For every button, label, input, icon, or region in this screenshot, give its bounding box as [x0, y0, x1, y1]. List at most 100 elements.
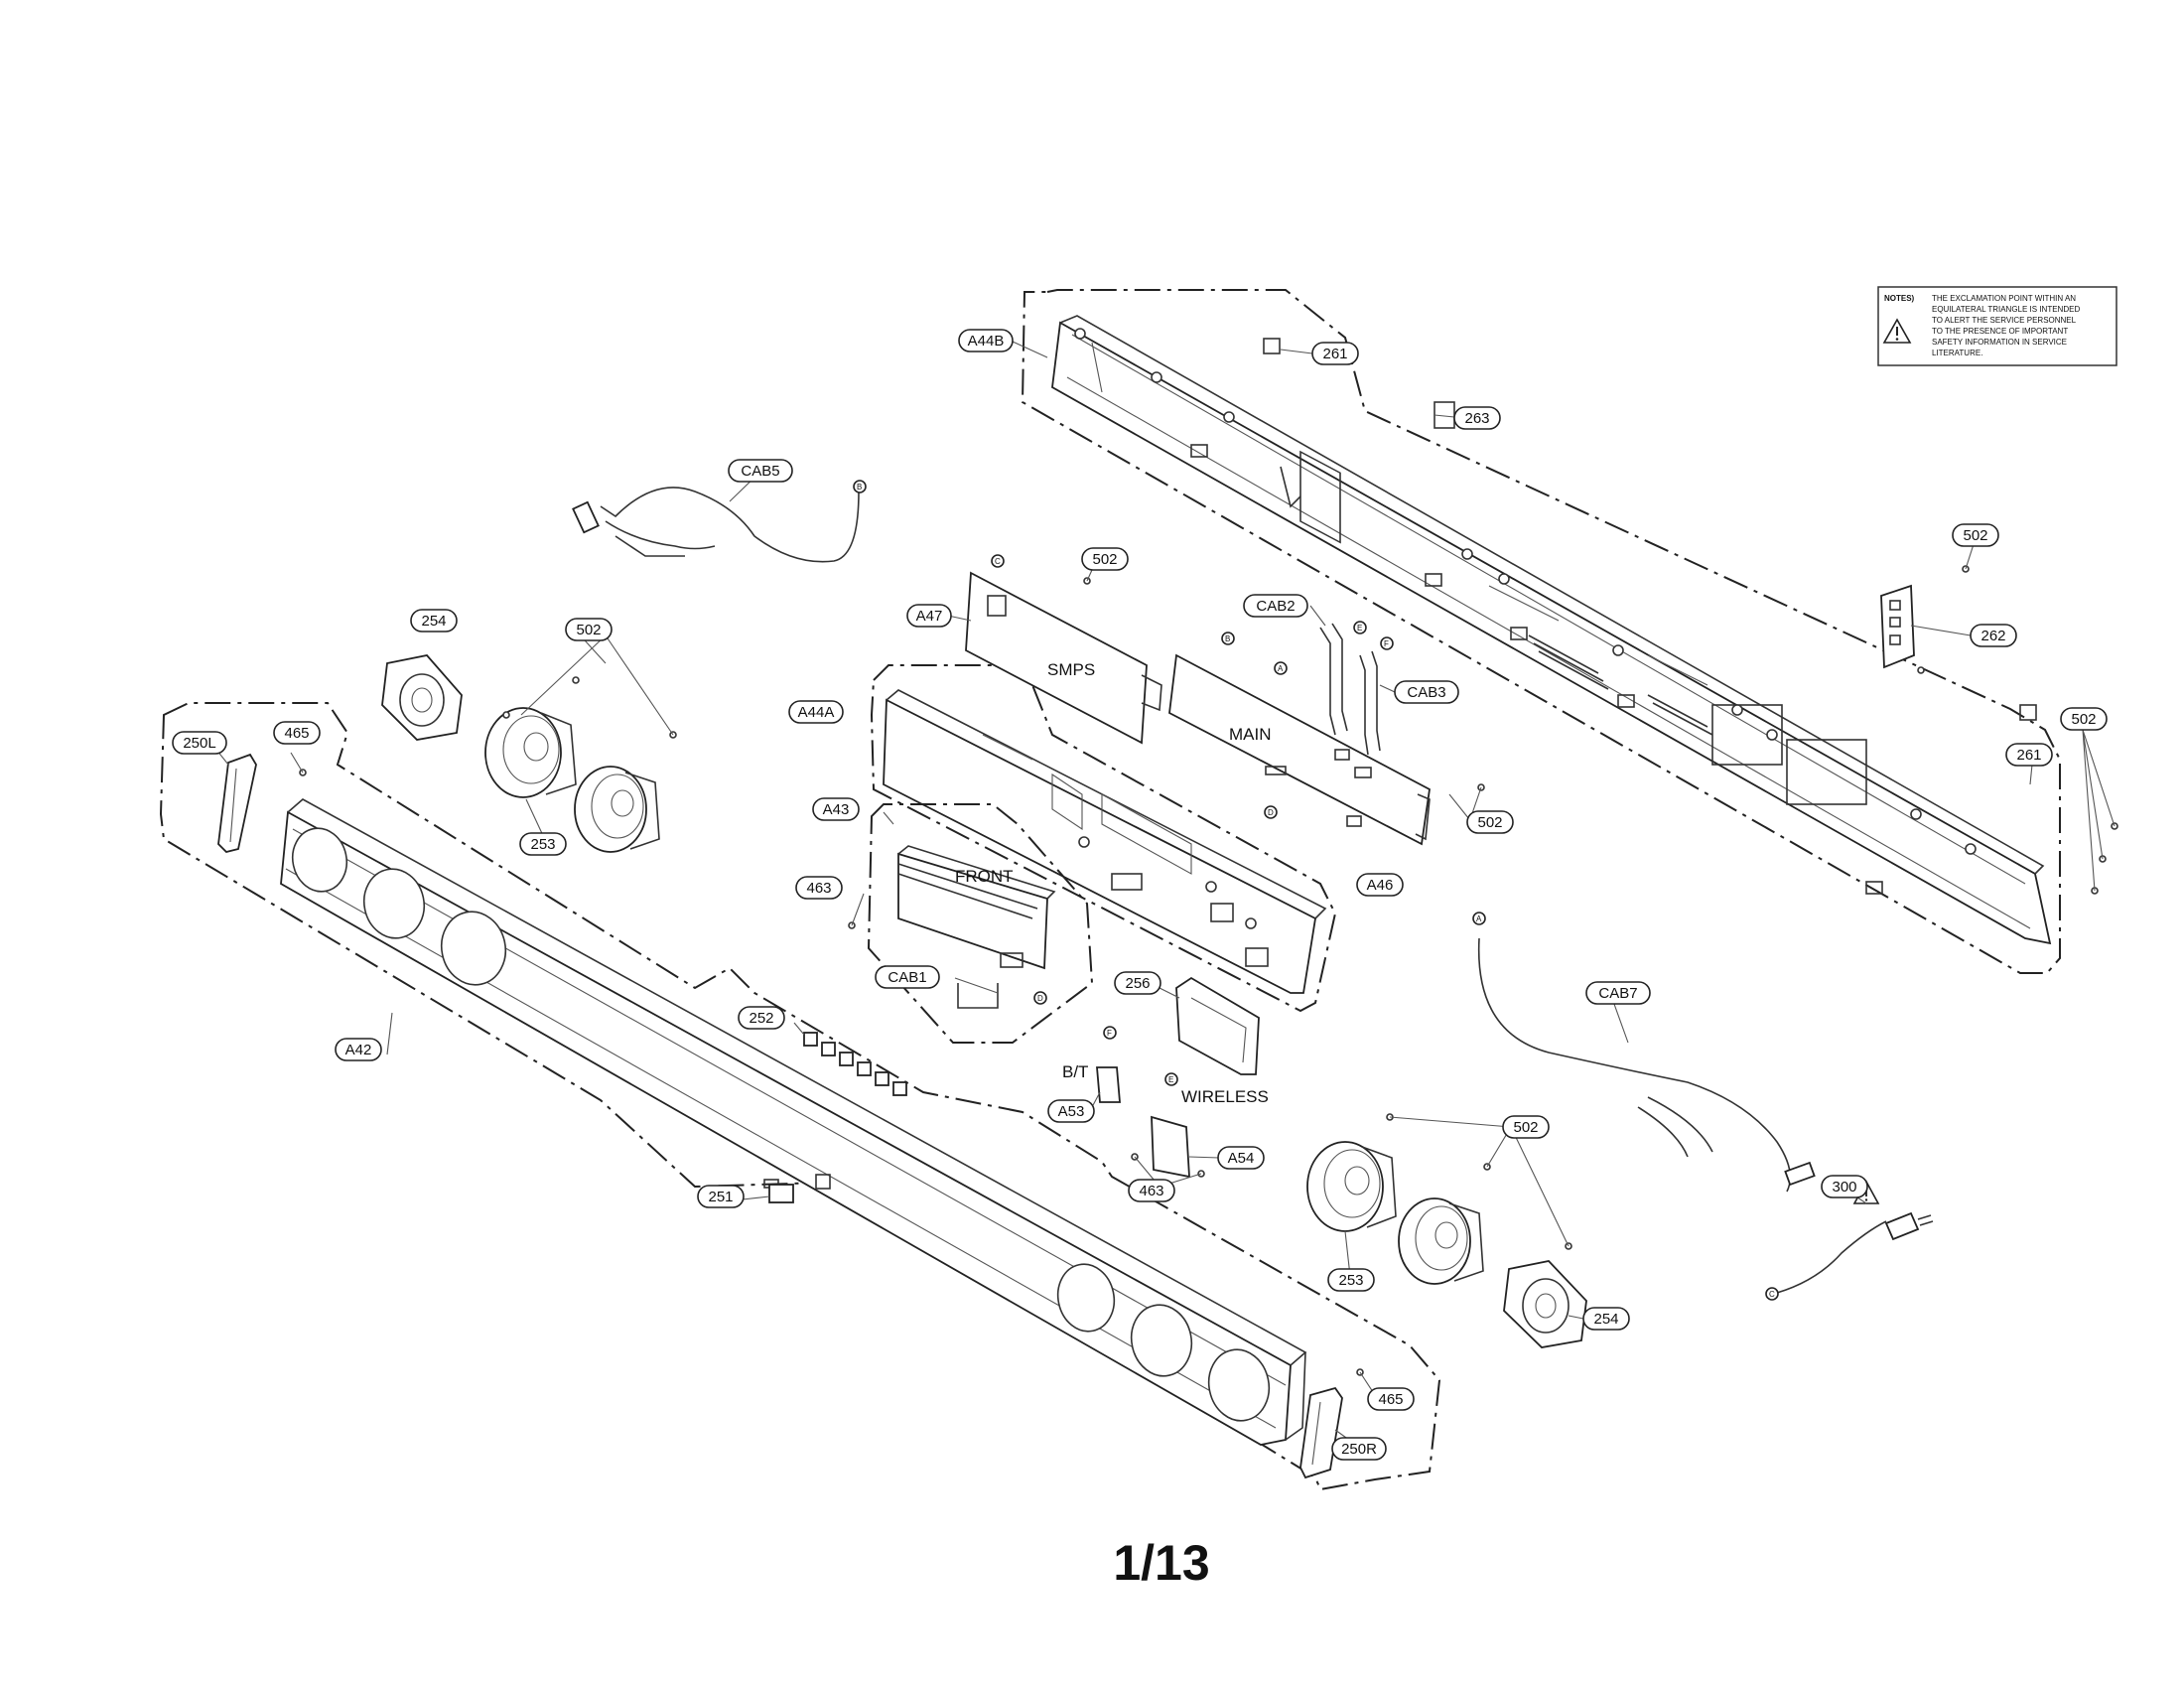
speaker-254-left [381, 654, 463, 741]
callout-251: 251 [697, 1185, 745, 1208]
svg-text:A: A [1476, 914, 1482, 923]
callout-250r: 250R [1331, 1437, 1387, 1461]
svg-text:C: C [1769, 1290, 1775, 1299]
svg-text:D: D [1037, 994, 1043, 1003]
connector-b-cab5: B [853, 480, 867, 493]
notes-line-5: SAFETY INFORMATION IN SERVICE [1932, 338, 2067, 347]
wireless-label: WIRELESS [1181, 1087, 1269, 1106]
speaker-253-right-a [1306, 1141, 1397, 1232]
notes-line-1: THE EXCLAMATION POINT WITHIN AN [1932, 294, 2076, 303]
svg-text:E: E [1168, 1075, 1173, 1084]
connector-d-front: D [1033, 991, 1047, 1005]
callout-463-front: 463 [795, 876, 843, 900]
end-cap-250r [1299, 1386, 1343, 1479]
callout-250l: 250L [172, 731, 227, 755]
connector-b-main: B [1221, 632, 1235, 645]
svg-text:465: 465 [1378, 1391, 1403, 1408]
bt-module-a53: B/T [1062, 1062, 1121, 1103]
svg-text:254: 254 [421, 613, 446, 630]
svg-text:251: 251 [708, 1189, 733, 1205]
svg-text:B: B [1225, 634, 1230, 643]
callout-300: 300 [1821, 1175, 1868, 1198]
svg-text:502: 502 [576, 622, 601, 638]
svg-text:A46: A46 [1367, 877, 1394, 894]
svg-text:D: D [1268, 808, 1274, 817]
callout-502-topright: 502 [1952, 523, 1999, 547]
smps-board-a47: SMPS [965, 571, 1162, 745]
svg-text:250R: 250R [1341, 1441, 1377, 1458]
speaker-254-right [1503, 1260, 1587, 1348]
callout-a43: A43 [812, 797, 860, 821]
ribbon-cable-cab2 [1319, 623, 1348, 736]
callout-cab7: CAB7 [1585, 981, 1651, 1005]
callout-465-left: 465 [273, 721, 321, 745]
callout-502-main: 502 [1466, 810, 1514, 834]
key-buttons-252 [803, 1032, 907, 1096]
cable-cab5 [572, 484, 865, 563]
front-board-a43: FRONT [867, 803, 1094, 1044]
callout-253-right: 253 [1327, 1268, 1375, 1292]
callout-cab1: CAB1 [875, 965, 940, 989]
leader-lines [215, 341, 2116, 1449]
callout-261-top: 261 [1311, 342, 1359, 365]
speaker-253-left-b [574, 766, 660, 853]
callout-a54: A54 [1217, 1146, 1265, 1170]
callout-a53: A53 [1047, 1099, 1095, 1123]
svg-text:CAB5: CAB5 [741, 463, 779, 480]
callout-252: 252 [738, 1006, 785, 1030]
power-cord-300 [1767, 1180, 1934, 1299]
svg-text:502: 502 [1963, 527, 1987, 544]
svg-text:CAB1: CAB1 [887, 969, 926, 986]
bracket-256 [1175, 976, 1260, 1075]
svg-text:E: E [1357, 624, 1362, 633]
svg-text:463: 463 [806, 880, 831, 897]
svg-text:254: 254 [1593, 1311, 1618, 1328]
svg-text:262: 262 [1980, 628, 2005, 644]
svg-text:250L: 250L [183, 735, 215, 752]
notes-line-3: TO ALERT THE SERVICE PERSONNEL [1932, 316, 2077, 325]
callout-463-wireless: 463 [1128, 1179, 1175, 1202]
callout-labels: A44B 261 263 CAB5 502 A47 CAB2 CAB3 254 … [172, 329, 2108, 1461]
connector-c-power: C [1765, 1287, 1779, 1301]
svg-text:253: 253 [530, 836, 555, 853]
connector-letters: C B A E F D D F E A B C [853, 480, 1779, 1301]
speaker-253-right-b [1398, 1197, 1484, 1285]
svg-text:502: 502 [1092, 551, 1117, 568]
notes-heading: NOTES) [1884, 294, 1915, 303]
svg-text:502: 502 [1477, 814, 1502, 831]
callout-a42: A42 [335, 1038, 382, 1061]
page-number: 1/13 [1113, 1535, 1210, 1591]
callout-256: 256 [1114, 971, 1161, 995]
window-251 [768, 1184, 794, 1203]
callout-502-left: 502 [565, 618, 613, 641]
callout-a46: A46 [1356, 873, 1404, 897]
main-board-a46: MAIN [1168, 653, 1431, 846]
callout-cab5: CAB5 [728, 459, 793, 483]
svg-text:261: 261 [2016, 747, 2041, 764]
cable-cab7 [1477, 937, 1816, 1193]
callout-465-right: 465 [1367, 1387, 1415, 1411]
svg-text:CAB7: CAB7 [1598, 985, 1637, 1002]
connector-f-bt: F [1103, 1026, 1117, 1040]
connector-c-smps: C [991, 554, 1005, 568]
svg-text:B: B [857, 483, 862, 492]
svg-text:A: A [1278, 664, 1284, 673]
connector-e-cab2: E [1353, 621, 1367, 634]
svg-text:A47: A47 [916, 608, 943, 625]
svg-text:F: F [1384, 639, 1389, 648]
end-cap-250l [217, 753, 257, 853]
svg-text:253: 253 [1338, 1272, 1363, 1289]
smps-label: SMPS [1047, 660, 1095, 679]
svg-text:463: 463 [1139, 1183, 1163, 1199]
notes-line-6: LITERATURE. [1932, 349, 1982, 357]
bt-label: B/T [1062, 1062, 1088, 1081]
callout-a47: A47 [906, 604, 952, 628]
callout-263: 263 [1453, 406, 1501, 430]
callout-254-left: 254 [410, 609, 458, 633]
svg-text:502: 502 [1513, 1119, 1538, 1136]
bracket-262 [1880, 584, 1915, 669]
callout-a44b: A44B [958, 329, 1014, 352]
main-label: MAIN [1229, 725, 1272, 744]
svg-text:252: 252 [749, 1010, 773, 1027]
